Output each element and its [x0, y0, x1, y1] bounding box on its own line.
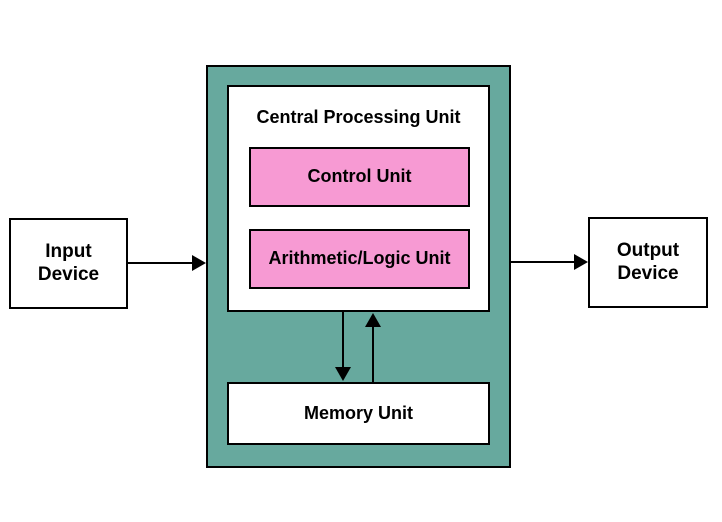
memory-unit-box: Memory Unit	[227, 382, 490, 445]
input-to-system-arrowhead	[192, 255, 206, 271]
output-device-label: Output Device	[616, 239, 680, 284]
system-to-output-arrowhead	[574, 254, 588, 270]
cpu-to-memory-arrowhead	[335, 367, 351, 381]
input-device-label: Input Device	[37, 240, 100, 285]
control-unit-box: Control Unit	[249, 147, 470, 207]
memory-unit-label: Memory Unit	[303, 402, 413, 423]
cpu-title: Central Processing Unit	[256, 107, 461, 127]
memory-to-cpu-arrowhead	[365, 313, 381, 327]
input-device-box: Input Device	[9, 218, 128, 309]
output-device-box: Output Device	[588, 217, 708, 308]
control-unit-label: Control Unit	[307, 166, 412, 187]
alu-box: Arithmetic/Logic Unit	[249, 229, 470, 289]
alu-label: Arithmetic/Logic Unit	[268, 248, 451, 269]
